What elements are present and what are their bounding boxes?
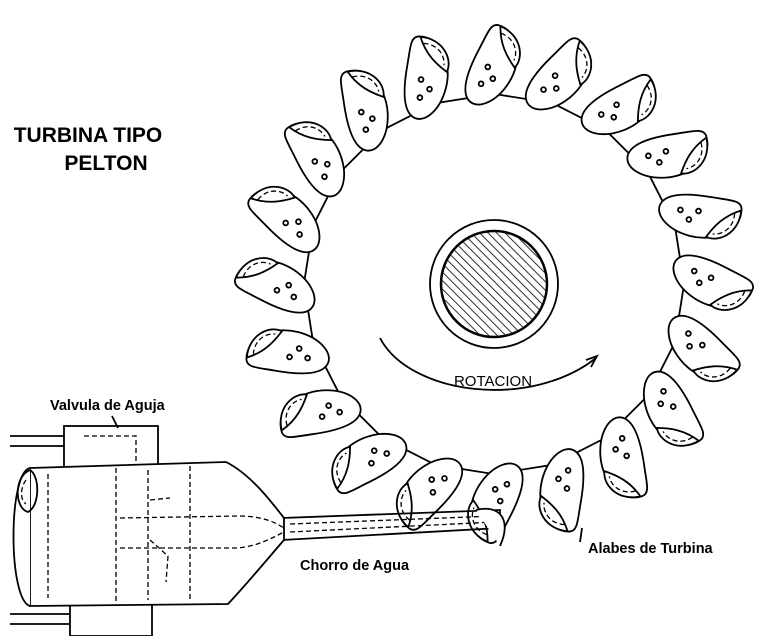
turbine-bucket	[245, 324, 333, 380]
turbine-bucket	[595, 415, 648, 502]
needle-valve-label: Valvula de Aguja	[50, 398, 166, 414]
nozzle-assembly	[10, 426, 284, 636]
turbine-bucket	[322, 422, 414, 496]
turbine-bucket	[632, 364, 706, 456]
turbine-bucket	[664, 245, 756, 321]
water-jet-label: Chorro de Agua	[300, 558, 410, 574]
turbine-bucket	[534, 445, 590, 533]
rotation-label: ROTACION	[454, 373, 532, 390]
turbine-bucket	[398, 35, 454, 123]
turbine-bucket	[282, 112, 356, 204]
turbine-bucket	[625, 129, 712, 182]
turbine-bucket	[655, 188, 743, 244]
turbine-blades-label: Alabes de Turbina	[588, 541, 714, 557]
turbine-bucket	[276, 385, 363, 438]
diagram-title-line2: PELTON	[64, 152, 147, 175]
turbine-bucket	[339, 66, 392, 153]
turbine-bucket	[232, 247, 324, 323]
turbine-hub	[430, 220, 558, 348]
diagram-title-line1: TURBINA TIPO	[14, 124, 163, 147]
turbine-bucket	[574, 72, 666, 146]
turbine-bucket	[455, 22, 531, 114]
turbine-shaft	[441, 231, 547, 337]
